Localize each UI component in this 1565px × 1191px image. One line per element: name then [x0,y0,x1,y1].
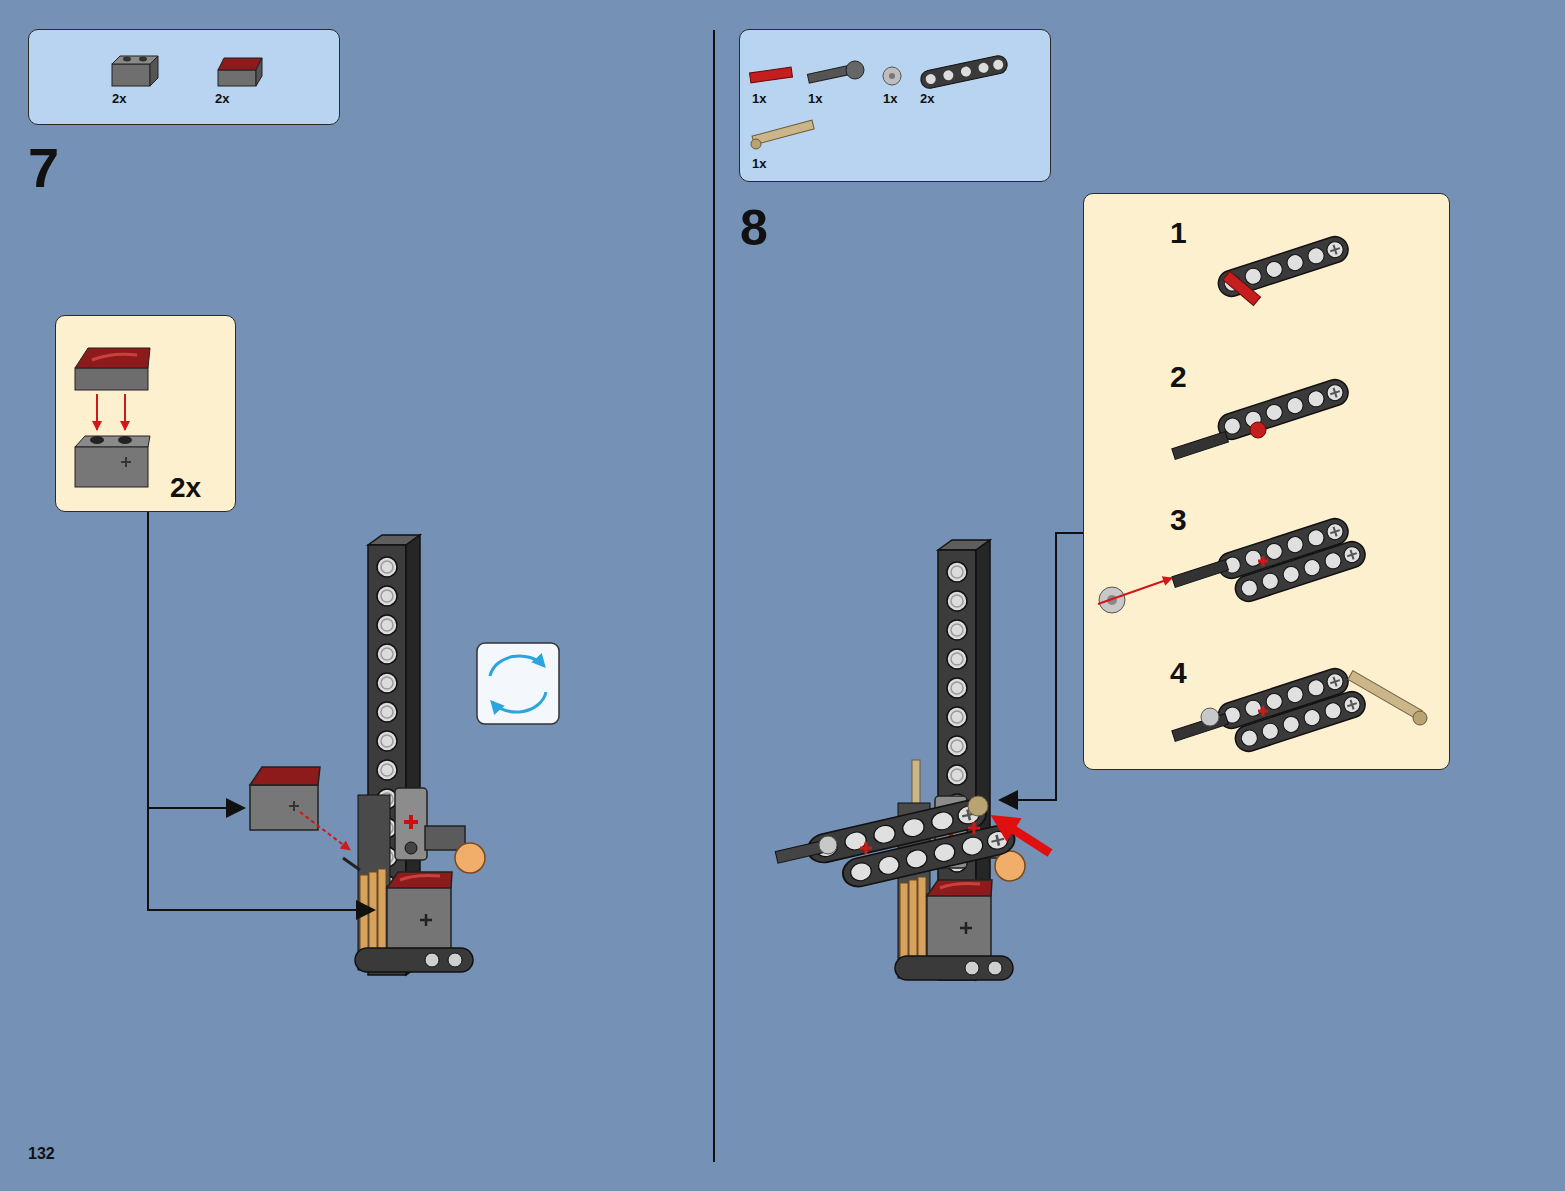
quantity-label: 2x [920,92,934,105]
page-number: 132 [28,1146,55,1162]
quantity-label: 1x [883,92,897,105]
model-step-7 [250,535,485,975]
quantity-label: 2x [112,92,126,105]
parts-list-box: 1x 1x 1x 2x 1x [739,29,1051,182]
step-number: 8 [740,203,768,253]
subassembly-art [1098,233,1427,754]
quantity-label: 1x [752,157,766,170]
rotate-icon [477,643,559,724]
substep-number: 2 [1170,362,1187,392]
step-number: 7 [28,140,59,196]
quantity-label: 1x [808,92,822,105]
model-step-8 [775,540,1050,980]
parts-icons [750,54,1009,149]
substep-number: 1 [1170,218,1187,248]
substep-number: 3 [1170,505,1187,535]
multiplier-label: 2x [170,474,201,502]
substep-number: 4 [1170,658,1187,688]
callout-leader [1000,533,1083,800]
parts-list-box: 2x 2x [28,29,340,125]
subassembly-box: 2x [55,315,236,512]
parts-icons [112,56,262,86]
callout-leader [148,512,374,910]
subassembly-box: 1 2 3 4 [1083,193,1450,770]
quantity-label: 1x [752,92,766,105]
page-divider [713,30,715,1162]
quantity-label: 2x [215,92,229,105]
subassembly-art [75,348,150,487]
